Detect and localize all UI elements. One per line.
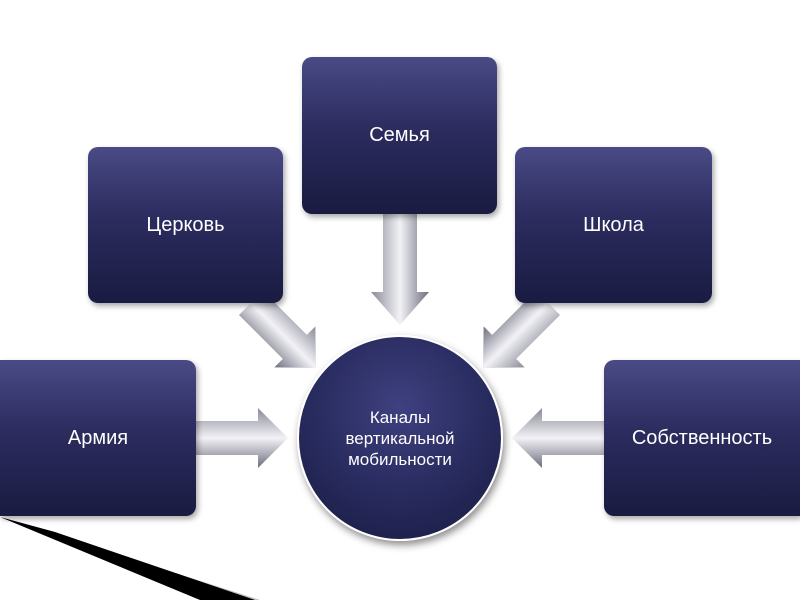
node-school-label: Школа — [583, 213, 644, 236]
node-family: Семья — [302, 57, 497, 214]
node-property: Собственность — [604, 360, 800, 516]
arrow-down-icon — [371, 214, 429, 325]
arrow-right-icon — [196, 408, 288, 468]
node-army-label: Армия — [67, 426, 129, 449]
arrow-left-icon — [512, 408, 604, 468]
center-node: Каналы вертикальной мобильности — [297, 335, 503, 541]
node-church: Церковь — [88, 147, 283, 303]
center-line-3: мобильности — [348, 449, 452, 469]
node-army: Армия — [0, 360, 196, 516]
arrow-down-right-icon — [238, 290, 317, 369]
arrow-down-left-icon — [482, 290, 561, 369]
center-node-label: Каналы вертикальной мобильности — [330, 407, 470, 470]
center-line-2: вертикальной — [345, 428, 455, 448]
center-line-1: Каналы — [369, 407, 431, 427]
node-property-label: Собственность — [631, 426, 773, 449]
node-family-label: Семья — [369, 124, 430, 146]
node-school: Школа — [515, 147, 712, 303]
node-church-label: Церковь — [146, 213, 225, 236]
